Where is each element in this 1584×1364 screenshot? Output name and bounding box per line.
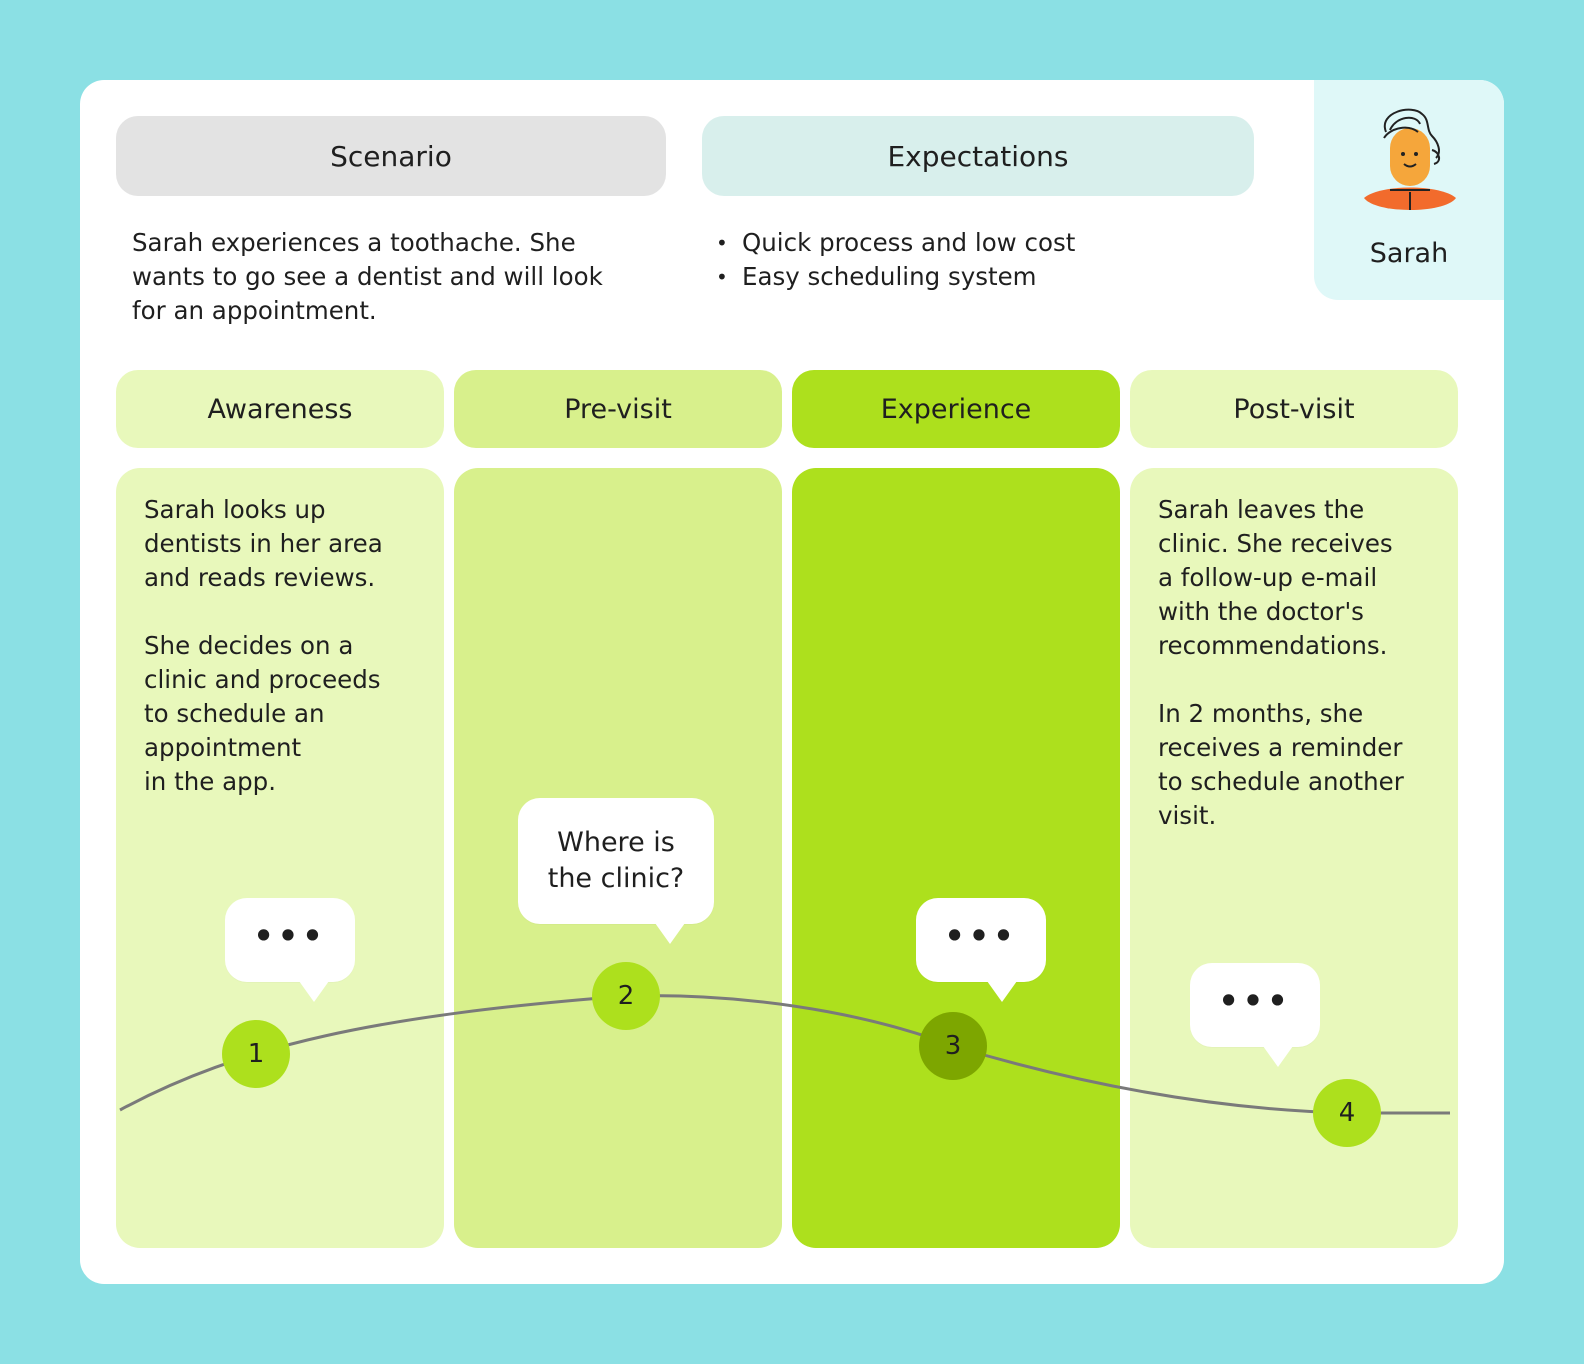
step-marker-1: 1 <box>222 1020 290 1088</box>
stage-column-experience <box>792 468 1120 1248</box>
bubble-text: Where is the clinic? <box>547 827 685 894</box>
ellipsis-text: ••• <box>944 917 1018 955</box>
scenario-text: Sarah experiences a toothache. She wants… <box>132 228 603 325</box>
stage-label: Pre-visit <box>564 393 672 425</box>
step-number: 1 <box>247 1039 265 1069</box>
scenario-title: Scenario <box>330 139 452 173</box>
stage-label: Awareness <box>207 393 353 425</box>
stage-column-post-visit: Sarah leaves the clinic. She receives a … <box>1130 468 1458 1248</box>
expectations-title: Expectations <box>887 139 1069 173</box>
thought-bubble-awareness: ••• <box>225 898 355 1002</box>
expectations-list: Quick process and low cost Easy scheduli… <box>716 226 1236 294</box>
stage-header-pre-visit: Pre-visit <box>454 370 782 448</box>
stage-description: Sarah looks up dentists in her area and … <box>144 495 383 796</box>
stage-label: Experience <box>880 393 1032 425</box>
thought-bubble-post-visit: ••• <box>1190 963 1320 1067</box>
scenario-header: Scenario <box>116 116 666 196</box>
stage-label: Post-visit <box>1233 393 1355 425</box>
step-marker-4: 4 <box>1313 1079 1381 1147</box>
thought-bubble-pre-visit: Where is the clinic? <box>518 798 714 944</box>
journey-map-card: Scenario Expectations Sarah experiences … <box>80 80 1504 1284</box>
step-number: 2 <box>617 981 635 1011</box>
ellipsis-text: ••• <box>253 917 327 955</box>
stage-header-experience: Experience <box>792 370 1120 448</box>
stage-header-awareness: Awareness <box>116 370 444 448</box>
expectation-item: Easy scheduling system <box>716 260 1236 294</box>
step-number: 3 <box>944 1031 962 1061</box>
step-marker-2: 2 <box>592 962 660 1030</box>
persona-avatar-icon <box>1364 108 1456 210</box>
persona-panel: Sarah <box>1314 80 1504 300</box>
ellipsis-text: ••• <box>1218 982 1292 1020</box>
journey-curve <box>119 994 1450 1115</box>
step-number: 4 <box>1338 1098 1356 1128</box>
expectations-header: Expectations <box>702 116 1254 196</box>
step-marker-3: 3 <box>919 1012 987 1080</box>
thought-bubble-experience: ••• <box>916 898 1046 1002</box>
persona-name: Sarah <box>1369 238 1449 269</box>
stage-column-awareness: Sarah looks up dentists in her area and … <box>116 468 444 1248</box>
stage-description: Sarah leaves the clinic. She receives a … <box>1158 495 1404 830</box>
expectation-item: Quick process and low cost <box>716 226 1236 260</box>
stage-header-post-visit: Post-visit <box>1130 370 1458 448</box>
